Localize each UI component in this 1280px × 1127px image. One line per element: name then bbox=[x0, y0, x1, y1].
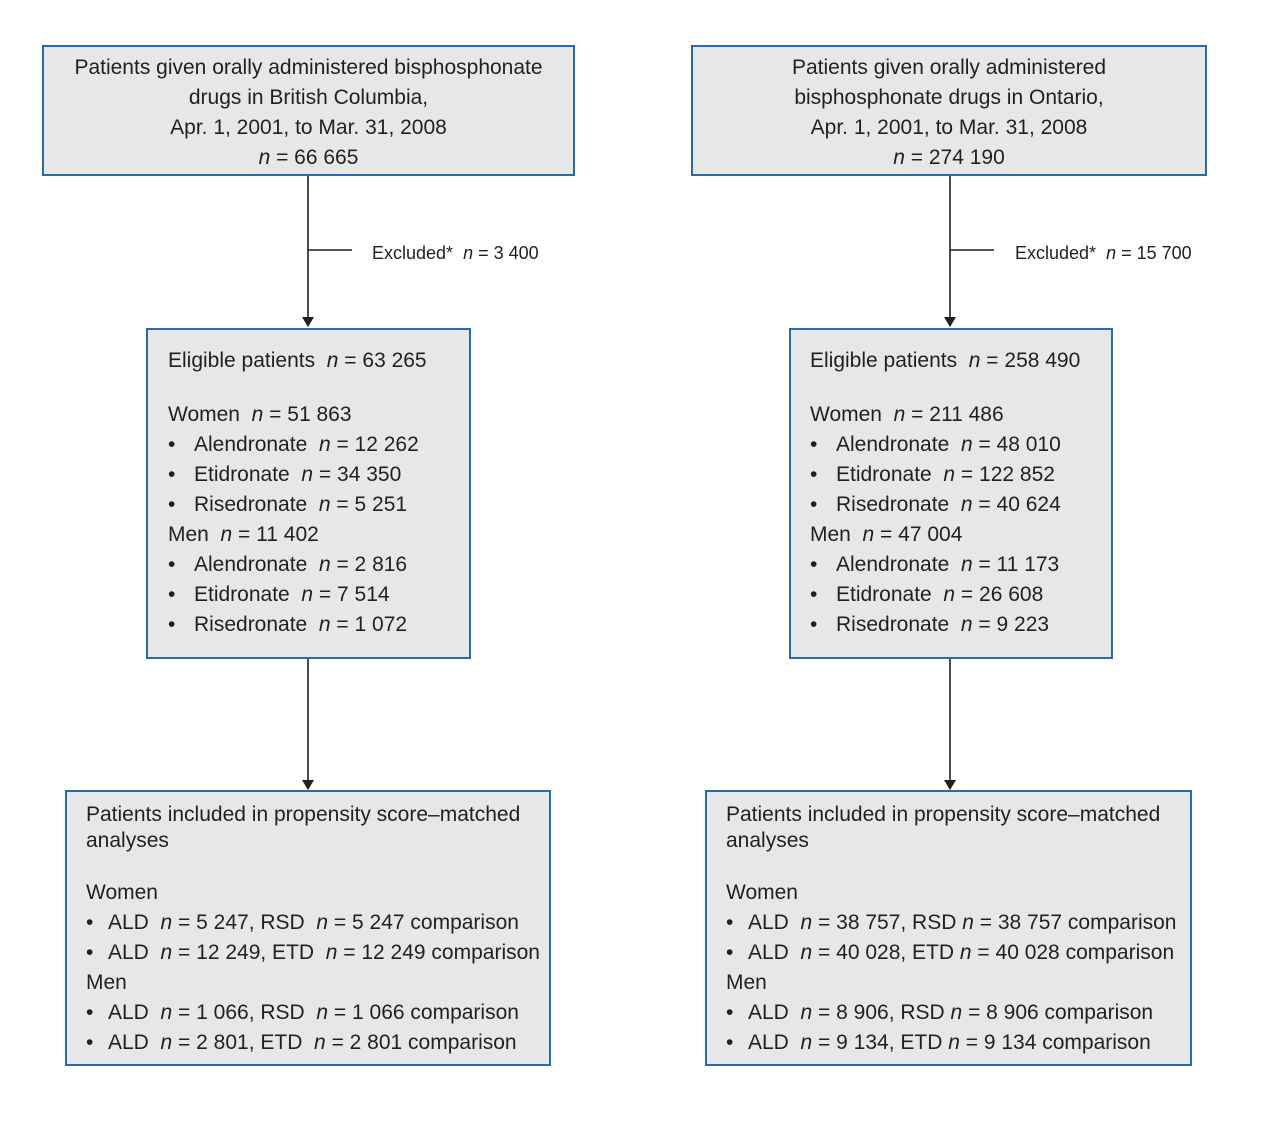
left-matched-men-ald-rsd: ALD n = 1 066, RSD n = 1 066 comparison bbox=[86, 998, 549, 1028]
left-matched-women-ald-rsd: ALD n = 5 247, RSD n = 5 247 comparison bbox=[86, 908, 549, 938]
right-women-etidronate: Etidronate n = 122 852 bbox=[810, 460, 1111, 490]
left-matched-men-ald-etd: ALD n = 2 801, ETD n = 2 801 comparison bbox=[86, 1028, 549, 1058]
right-source-box: Patients given orally administered bisph… bbox=[691, 45, 1207, 176]
left-source-line-1: Patients given orally administered bisph… bbox=[74, 56, 543, 79]
right-matched-women: Women bbox=[726, 881, 798, 904]
right-matched-title-line-2: analyses bbox=[726, 829, 809, 852]
left-source-line-2: drugs in British Columbia, bbox=[188, 86, 429, 109]
right-source-line-1: Patients given orally administered bbox=[792, 56, 1106, 79]
left-matched-title-line-1: Patients included in propensity score–ma… bbox=[86, 803, 521, 826]
right-men-row: Men n = 47 004 bbox=[810, 523, 963, 546]
right-matched-women-ald-etd: ALD n = 40 028, ETD n = 40 028 compariso… bbox=[726, 938, 1190, 968]
left-matched-women: Women bbox=[86, 881, 158, 904]
left-matched-title-line-2: analyses bbox=[86, 829, 169, 852]
right-matched-men: Men bbox=[726, 971, 767, 994]
left-eligible-box: Eligible patients n = 63 265 Women n = 5… bbox=[146, 328, 471, 659]
left-men-risedronate: Risedronate n = 1 072 bbox=[168, 610, 469, 640]
right-men-etidronate: Etidronate n = 26 608 bbox=[810, 580, 1111, 610]
left-men-row: Men n = 11 402 bbox=[168, 523, 319, 546]
left-matched-women-ald-etd: ALD n = 12 249, ETD n = 12 249 compariso… bbox=[86, 938, 549, 968]
left-women-row: Women n = 51 863 bbox=[168, 403, 352, 426]
left-excluded-label: Excluded* n = 3 400 bbox=[372, 243, 539, 263]
left-women-etidronate: Etidronate n = 34 350 bbox=[168, 460, 469, 490]
right-matched-men-ald-rsd: ALD n = 8 906, RSD n = 8 906 comparison bbox=[726, 998, 1190, 1028]
left-men-alendronate: Alendronate n = 2 816 bbox=[168, 550, 469, 580]
right-matched-box: Patients included in propensity score–ma… bbox=[705, 790, 1192, 1066]
left-source-line-3: Apr. 1, 2001, to Mar. 31, 2008 bbox=[170, 116, 447, 139]
left-source-count: n = 66 665 bbox=[258, 146, 359, 169]
right-source-line-2: bisphosphonate drugs in Ontario, bbox=[794, 86, 1104, 109]
right-matched-title-line-1: Patients included in propensity score–ma… bbox=[726, 803, 1161, 826]
left-matched-men: Men bbox=[86, 971, 127, 994]
right-women-row: Women n = 211 486 bbox=[810, 403, 1004, 426]
left-men-etidronate: Etidronate n = 7 514 bbox=[168, 580, 469, 610]
right-eligible-box: Eligible patients n = 258 490 Women n = … bbox=[789, 328, 1113, 659]
left-eligible-title: Eligible patients n = 63 265 bbox=[168, 349, 427, 372]
right-excluded-label: Excluded* n = 15 700 bbox=[1015, 243, 1192, 263]
right-men-risedronate: Risedronate n = 9 223 bbox=[810, 610, 1111, 640]
left-women-risedronate: Risedronate n = 5 251 bbox=[168, 490, 469, 520]
right-source-line-3: Apr. 1, 2001, to Mar. 31, 2008 bbox=[810, 116, 1088, 139]
right-matched-women-ald-rsd: ALD n = 38 757, RSD n = 38 757 compariso… bbox=[726, 908, 1190, 938]
left-matched-box: Patients included in propensity score–ma… bbox=[65, 790, 551, 1066]
left-women-alendronate: Alendronate n = 12 262 bbox=[168, 430, 469, 460]
right-men-alendronate: Alendronate n = 11 173 bbox=[810, 550, 1111, 580]
left-source-box: Patients given orally administered bisph… bbox=[42, 45, 575, 176]
right-women-risedronate: Risedronate n = 40 624 bbox=[810, 490, 1111, 520]
right-eligible-title: Eligible patients n = 258 490 bbox=[810, 349, 1081, 372]
right-source-count: n = 274 190 bbox=[893, 146, 1005, 169]
right-matched-men-ald-etd: ALD n = 9 134, ETD n = 9 134 comparison bbox=[726, 1028, 1190, 1058]
right-women-alendronate: Alendronate n = 48 010 bbox=[810, 430, 1111, 460]
